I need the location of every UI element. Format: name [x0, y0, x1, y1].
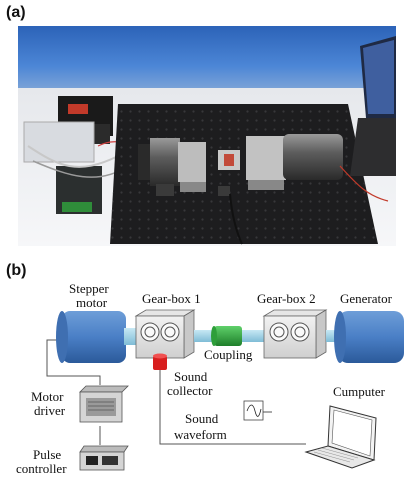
gearbox-2-icon [262, 309, 328, 359]
label-generator: Generator [340, 291, 392, 306]
wires [46, 339, 306, 445]
driver-box-icon [79, 385, 129, 423]
panel-a-label: (a) [6, 4, 26, 21]
shaft-right [242, 330, 264, 342]
label-stepper-motor-line1: Stepper [69, 281, 109, 296]
generator-icon [334, 311, 404, 363]
label-sound-waveform-line1: Sound [185, 411, 219, 426]
microphone-icon [153, 353, 167, 370]
waveform-icon [243, 400, 264, 421]
shaft-left [194, 330, 214, 342]
label-sound-collector-line1: Sound [174, 369, 208, 384]
label-pulse-controller-line2: controller [16, 461, 67, 476]
label-motor-driver-line2: driver [34, 403, 66, 418]
stepper-motor-icon [56, 311, 136, 363]
controller-box-icon [79, 445, 129, 471]
gearbox-1-icon [134, 309, 196, 359]
label-sound-waveform-line2: waveform [174, 427, 227, 442]
coupling-icon [211, 326, 242, 346]
label-stepper-motor-line2: motor [76, 295, 108, 310]
photo-experimental-rig [18, 26, 396, 246]
label-pulse-controller-line1: Pulse [33, 447, 62, 462]
label-sound-collector-line2: collector [167, 383, 213, 398]
panel-b-label: (b) [6, 262, 27, 279]
laptop-icon [304, 405, 377, 469]
label-coupling: Coupling [204, 347, 253, 362]
label-gearbox-1: Gear-box 1 [142, 291, 201, 306]
label-computer: Cumputer [333, 384, 385, 399]
label-motor-driver-line1: Motor [31, 389, 64, 404]
label-gearbox-2: Gear-box 2 [257, 291, 316, 306]
